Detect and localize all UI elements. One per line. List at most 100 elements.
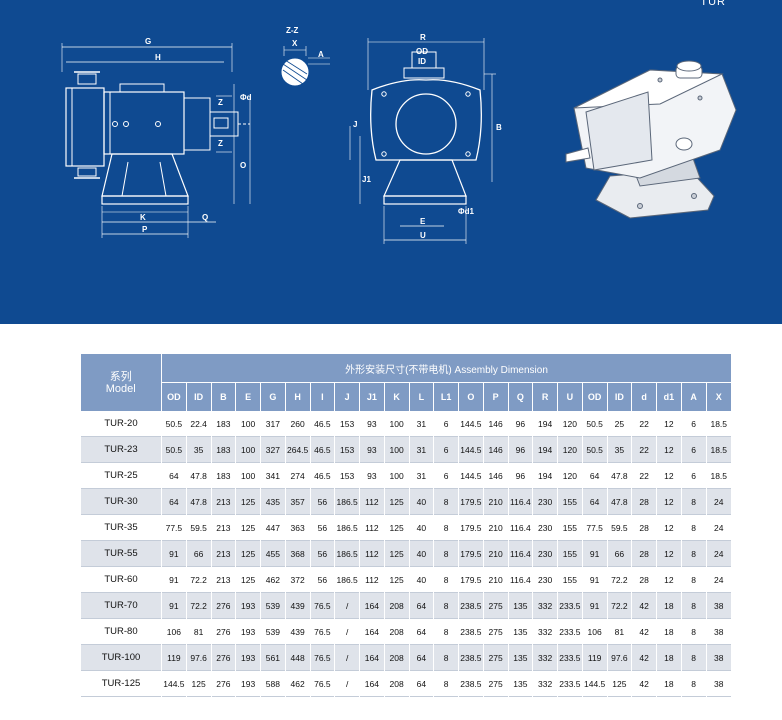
table-cell: 116.4 — [507, 514, 533, 541]
front-label-e: E — [420, 217, 426, 226]
column-header: L1 — [433, 382, 459, 411]
table-cell: / — [334, 670, 360, 697]
column-header: X — [705, 382, 731, 411]
table-cell: 72.2 — [606, 566, 632, 593]
table-cell: 213 — [210, 566, 236, 593]
technical-drawings: G H Z Z Φd O K Q P Z-Z X A — [61, 26, 737, 244]
table-cell: 125 — [383, 514, 409, 541]
table-cell: 146 — [482, 411, 508, 437]
table-cell: 233.5 — [557, 644, 583, 671]
table-cell: 40 — [408, 566, 434, 593]
table-cell: 179.5 — [458, 566, 484, 593]
table-cell: 18.5 — [705, 436, 731, 463]
section-title: Z-Z — [286, 26, 299, 35]
table-cell: 47.8 — [185, 488, 211, 515]
table-cell: 238.5 — [458, 670, 484, 697]
table-cell: 31 — [408, 436, 434, 463]
column-header: O — [458, 382, 484, 411]
table-cell: 153 — [334, 436, 360, 463]
table-cell: 64 — [408, 618, 434, 645]
table-cell: 97.6 — [606, 644, 632, 671]
table-cell: 96 — [507, 462, 533, 489]
column-header: ID — [185, 382, 211, 411]
table-cell: 66 — [185, 540, 211, 567]
table-cell: 179.5 — [458, 514, 484, 541]
table-cell: 275 — [482, 670, 508, 697]
table-cell: 56 — [309, 514, 335, 541]
table-cell: 439 — [284, 592, 310, 619]
model-cell: TUR-125 — [80, 670, 162, 697]
table-cell: 230 — [532, 514, 558, 541]
table-cell: 50.5 — [581, 436, 607, 463]
side-label-k: K — [140, 213, 146, 222]
table-cell: 72.2 — [185, 592, 211, 619]
table-cell: 233.5 — [557, 670, 583, 697]
table-cell: 6 — [433, 411, 459, 437]
table-cell: 24 — [705, 540, 731, 567]
column-header: U — [557, 382, 583, 411]
table-cell: 233.5 — [557, 618, 583, 645]
table-cell: 47.8 — [606, 488, 632, 515]
table-cell: 91 — [161, 592, 187, 619]
table-cell: 146 — [482, 436, 508, 463]
table-cell: 12 — [656, 566, 682, 593]
table-cell: 38 — [705, 618, 731, 645]
table-cell: 341 — [260, 462, 286, 489]
table-cell: 179.5 — [458, 488, 484, 515]
table-cell: 42 — [631, 618, 657, 645]
table-cell: 24 — [705, 488, 731, 515]
side-label-p: P — [142, 225, 148, 234]
table-cell: 8 — [433, 566, 459, 593]
column-header: OD — [161, 382, 187, 411]
table-cell: / — [334, 644, 360, 671]
table-cell: 588 — [260, 670, 286, 697]
table-cell: 112 — [359, 566, 385, 593]
table-cell: 6 — [680, 411, 706, 437]
table-cell: 561 — [260, 644, 286, 671]
model-header-cn: 系列 — [109, 370, 132, 383]
table-cell: 22 — [631, 462, 657, 489]
table-cell: 106 — [161, 618, 187, 645]
table-cell: 183 — [210, 436, 236, 463]
table-cell: 91 — [161, 566, 187, 593]
model-cell: TUR-25 — [80, 462, 162, 489]
table-cell: 238.5 — [458, 618, 484, 645]
table-cell: 50.5 — [161, 436, 187, 463]
table-cell: 193 — [235, 644, 261, 671]
table-cell: 12 — [656, 514, 682, 541]
column-header: K — [383, 382, 409, 411]
table-cell: 135 — [507, 592, 533, 619]
table-cell: 146 — [482, 462, 508, 489]
table-cell: 93 — [359, 411, 385, 437]
table-cell: 276 — [210, 644, 236, 671]
table-cell: 368 — [284, 540, 310, 567]
table-cell: 155 — [557, 566, 583, 593]
table-cell: 24 — [705, 514, 731, 541]
table-cell: 100 — [235, 462, 261, 489]
table-cell: 106 — [581, 618, 607, 645]
table-cell: 76.5 — [309, 670, 335, 697]
table-cell: 91 — [581, 566, 607, 593]
model-column-header: 系列 Model — [80, 354, 162, 411]
table-cell: 46.5 — [309, 411, 335, 437]
table-cell: 76.5 — [309, 644, 335, 671]
table-cell: 462 — [284, 670, 310, 697]
table-cell: 183 — [210, 462, 236, 489]
table-cell: 275 — [482, 592, 508, 619]
table-cell: 455 — [260, 540, 286, 567]
pump-front-view-icon — [349, 38, 496, 244]
table-cell: 144.5 — [458, 436, 484, 463]
model-cell: TUR-55 — [80, 540, 162, 567]
table-cell: 22 — [631, 436, 657, 463]
table-cell: 24 — [705, 566, 731, 593]
technical-drawing-panel: TUR — [0, 0, 782, 324]
table-cell: 97.6 — [185, 644, 211, 671]
table-cell: 120 — [557, 436, 583, 463]
table-cell: 31 — [408, 462, 434, 489]
table-cell: 193 — [235, 592, 261, 619]
